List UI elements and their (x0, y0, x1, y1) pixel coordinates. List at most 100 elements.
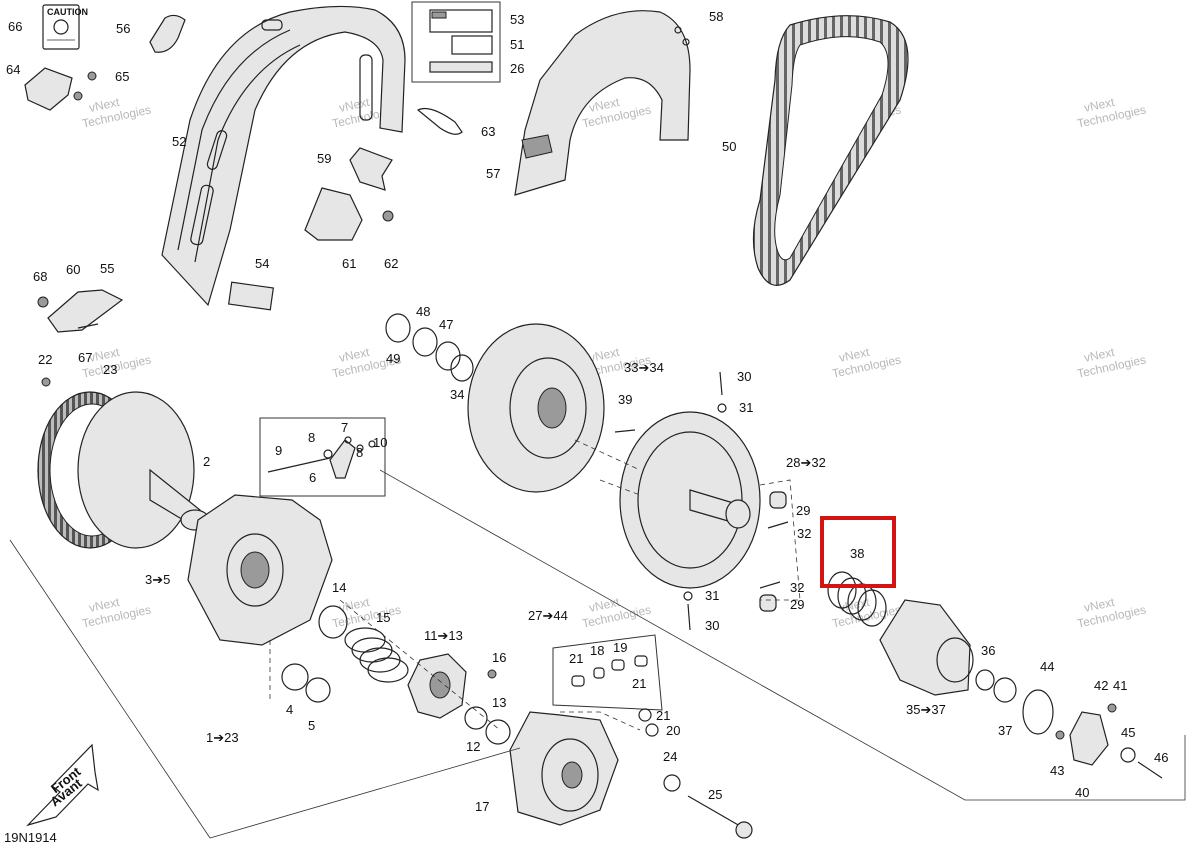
callout: 65 (115, 69, 129, 84)
belt-guard (161, 5, 406, 307)
callout: 67 (78, 350, 92, 365)
callout: 45 (1121, 725, 1135, 740)
washer-48 (385, 313, 411, 343)
bracket-64 (24, 67, 97, 111)
callout: 6 (309, 470, 316, 485)
detail-frame-18-21 (552, 634, 663, 711)
drive-pulley-housing (187, 494, 333, 646)
callout: 58 (709, 9, 723, 24)
watermark-line: vNext (88, 95, 122, 115)
callout: 68 (33, 269, 47, 284)
watermark-line: vNext (838, 345, 872, 365)
callout: 7 (341, 420, 348, 435)
bolt-62 (382, 210, 394, 222)
callout: 21 (656, 708, 670, 723)
group-line-27-44 (379, 469, 1186, 801)
bushing-12 (464, 706, 488, 730)
callout: 1➔23 (206, 730, 239, 745)
o-ring-31b (683, 591, 693, 601)
callout: 66 (8, 19, 22, 34)
callout: 55 (100, 261, 114, 276)
roller-29a (769, 491, 787, 509)
callout: 32 (790, 580, 804, 595)
bolt-22 (41, 377, 51, 387)
bushing-36 (975, 669, 995, 691)
driven-sheave-28-32 (619, 411, 761, 589)
o-ring-31a (717, 403, 727, 413)
callout: 15 (376, 610, 390, 625)
ring-37 (993, 677, 1017, 703)
watermark-line: vNext (1083, 595, 1117, 615)
washer-47 (412, 327, 438, 357)
callout: 47 (439, 317, 453, 332)
watermark-line: vNext (88, 345, 122, 365)
callout: 30 (705, 618, 719, 633)
diagram-code: 19N1914 (4, 830, 57, 845)
callout: 27➔44 (528, 608, 568, 623)
callout-labels: 66 56 53 51 26 58 64 65 63 52 50 59 57 6… (6, 9, 1168, 814)
callout: 42 (1094, 678, 1108, 693)
spring-15 (344, 627, 409, 683)
decal-text: CAUTION (47, 7, 88, 17)
bracket-56 (149, 14, 186, 53)
movable-sheave-17 (509, 711, 619, 826)
washer-45 (1120, 747, 1136, 763)
roller-29b (759, 594, 777, 612)
callout: 49 (386, 351, 400, 366)
callout: 41 (1113, 678, 1127, 693)
callout: 30 (737, 369, 751, 384)
callout: 12 (466, 739, 480, 754)
bolt-67 (77, 323, 99, 329)
callout: 46 (1154, 750, 1168, 765)
callout: 54 (255, 256, 269, 271)
callout: 31 (739, 400, 753, 415)
callout: 10 (373, 435, 387, 450)
front-arrow-icon: Front Avant (26, 743, 99, 827)
highlight-box (820, 516, 896, 588)
callout: 8 (356, 445, 363, 460)
ring-5 (305, 677, 331, 703)
spider-11-13 (407, 653, 467, 719)
callout: 59 (317, 151, 331, 166)
washer-20 (645, 723, 659, 737)
callout: 53 (510, 12, 524, 27)
bolt-16 (487, 669, 497, 679)
bracket-40 (1069, 711, 1109, 766)
callout: 13 (492, 695, 506, 710)
callout: 28➔32 (786, 455, 826, 470)
pin-32b (759, 581, 781, 589)
watermark-line: vNext (588, 345, 622, 365)
watermark-line: vNext (838, 595, 872, 615)
callout: 18 (590, 643, 604, 658)
cam-35-37 (879, 599, 974, 696)
callout: 57 (486, 166, 500, 181)
caution-decal: CAUTION (42, 4, 88, 50)
callout: 40 (1075, 785, 1089, 800)
callout: 33➔34 (624, 360, 664, 375)
callout: 64 (6, 62, 20, 77)
plate-54 (227, 281, 275, 311)
bracket-60 (47, 289, 124, 333)
watermark-line: vNext (1083, 345, 1117, 365)
washer-24 (663, 774, 681, 792)
callout: 63 (481, 124, 495, 139)
callout: 36 (981, 643, 995, 658)
watermark-line: vNext (588, 95, 622, 115)
callout: 51 (510, 37, 524, 52)
bolt-68 (37, 296, 49, 308)
callout: 56 (116, 21, 130, 36)
ring-13 (485, 719, 511, 745)
watermark-line: vNext (588, 595, 622, 615)
callout: 44 (1040, 659, 1054, 674)
callout: 48 (416, 304, 430, 319)
callout: 22 (38, 352, 52, 367)
callout: 32 (797, 526, 811, 541)
washer-44 (1022, 689, 1054, 735)
roller-21 (638, 708, 652, 722)
